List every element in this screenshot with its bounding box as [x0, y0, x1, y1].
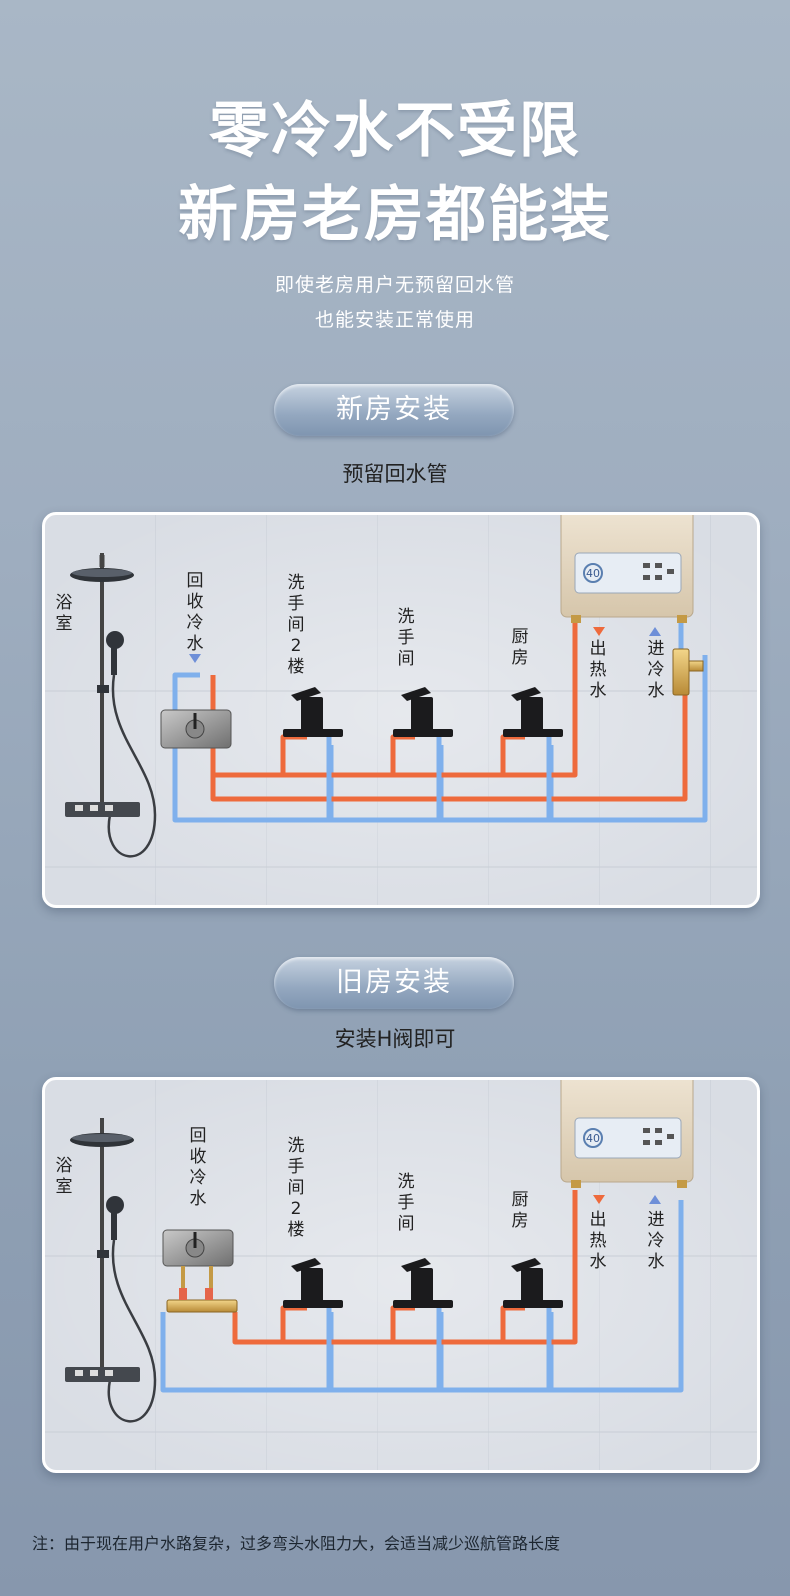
- water-heater-icon: 40: [560, 515, 694, 623]
- water-heater-icon: 40: [560, 1080, 694, 1188]
- label-kitchen: 厨房: [511, 627, 529, 668]
- faucet-icon: [503, 1258, 563, 1308]
- new-house-label: 预留回水管: [342, 462, 448, 486]
- old-house-label: 安装H阀即可: [334, 1027, 456, 1051]
- label-hot-out: 出热水: [589, 1210, 607, 1272]
- new-house-diagram: 40 浴室 回收冷水 洗手间2楼 洗手间 厨房 出热水 进冷水: [42, 512, 760, 908]
- brass-valve-icon: [672, 648, 704, 696]
- mixer-valve-icon: [162, 1229, 234, 1290]
- label-hot-out: 出热水: [589, 639, 607, 701]
- label-bathroom: 浴室: [55, 593, 73, 634]
- faucet-icon: [393, 1258, 453, 1308]
- label-cold-in: 进冷水: [647, 1210, 665, 1272]
- faucet-icon: [283, 1258, 343, 1308]
- label-kitchen: 厨房: [511, 1190, 529, 1231]
- label-washroom: 洗手间: [397, 1172, 415, 1234]
- old-house-pill: 旧房安装: [274, 957, 514, 1009]
- new-house-pill: 新房安装: [274, 384, 514, 436]
- arrow-up-icon: [649, 627, 661, 636]
- faucet-icon: [393, 687, 453, 737]
- subtitle-line-1: 即使老房用户无预留回水管: [274, 274, 515, 296]
- new-house-pipe-diagram: 40: [45, 515, 757, 905]
- label-return-cold: 回收冷水: [186, 571, 204, 654]
- shower-icon: [65, 553, 157, 858]
- faucet-icon: [283, 687, 343, 737]
- faucet-icon: [503, 687, 563, 737]
- heater-display: 40: [586, 1132, 600, 1145]
- arrow-up-icon: [649, 1195, 661, 1204]
- headline-line-2: 新房老房都能装: [178, 180, 612, 250]
- label-washroom: 洗手间: [397, 607, 415, 669]
- old-house-diagram: 40 浴室 回收冷水 洗手间2楼 洗手间 厨房 出热水 进冷水: [42, 1077, 760, 1473]
- label-bathroom: 浴室: [55, 1156, 73, 1197]
- headline-line-1: 零冷水不受限: [209, 96, 581, 166]
- label-return-cold: 回收冷水: [189, 1126, 207, 1209]
- subtitle-line-2: 也能安装正常使用: [314, 309, 475, 331]
- h-valve-icon: [166, 1288, 238, 1313]
- footnote: 注：由于现在用户水路复杂，过多弯头水阻力大，会适当减少巡航管路长度: [32, 1534, 561, 1553]
- arrow-down-icon: [189, 654, 201, 663]
- arrow-down-icon: [593, 1195, 605, 1204]
- label-washroom-2f: 洗手间2楼: [287, 573, 305, 677]
- heater-display: 40: [586, 567, 600, 580]
- label-cold-in: 进冷水: [647, 639, 665, 701]
- old-house-pipe-diagram: 40: [45, 1080, 757, 1470]
- label-washroom-2f: 洗手间2楼: [287, 1136, 305, 1240]
- mixer-valve-icon: [160, 709, 232, 749]
- shower-icon: [65, 1118, 157, 1423]
- arrow-down-icon: [593, 627, 605, 636]
